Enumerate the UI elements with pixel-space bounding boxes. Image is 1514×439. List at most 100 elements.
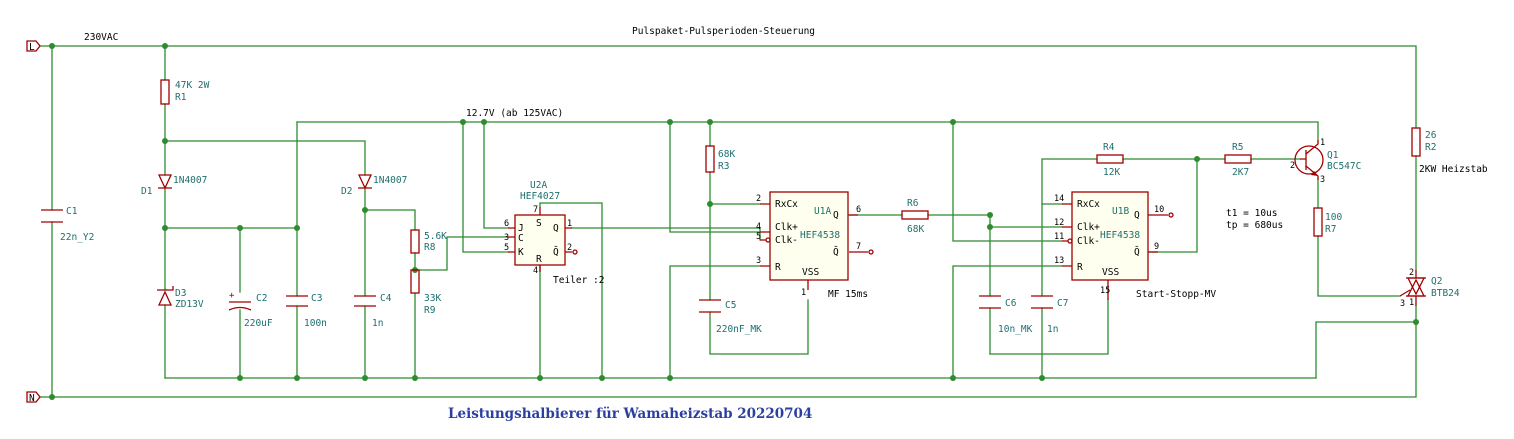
- transistor-q1: 1 2 3 Q1 BC547C: [1290, 138, 1361, 185]
- svg-text:+: +: [229, 291, 235, 301]
- svg-text:7: 7: [533, 205, 538, 215]
- capacitor-c5: C5 220nF_MK: [699, 299, 762, 335]
- svg-text:D2: D2: [341, 186, 352, 197]
- heater-note: 2KW Heizstab: [1419, 164, 1488, 175]
- ic-u2a: J C K S R Q Q̄ 6 3 5 7 4 1 2 U2A HEF4027…: [504, 180, 604, 286]
- svg-text:VSS: VSS: [802, 267, 819, 278]
- svg-text:Q̄: Q̄: [833, 246, 839, 258]
- svg-text:1: 1: [1409, 298, 1414, 308]
- svg-text:Q1: Q1: [1327, 150, 1339, 161]
- svg-text:5.6K: 5.6K: [424, 231, 447, 242]
- svg-text:1n: 1n: [372, 318, 383, 329]
- net-label-12v: 12.7V (ab 125VAC): [466, 108, 563, 119]
- resistor-r1: 47K 2W R1: [160, 79, 210, 105]
- svg-text:C: C: [518, 233, 524, 244]
- svg-text:R9: R9: [424, 305, 436, 316]
- svg-text:Teiler :2: Teiler :2: [553, 275, 604, 286]
- svg-text:Clk-: Clk-: [775, 235, 798, 246]
- svg-text:RxCx: RxCx: [775, 199, 798, 210]
- svg-text:Clk+: Clk+: [1077, 222, 1100, 233]
- svg-text:D3: D3: [175, 288, 186, 299]
- svg-text:R8: R8: [424, 242, 436, 253]
- svg-text:C2: C2: [256, 293, 267, 304]
- svg-text:C1: C1: [66, 206, 78, 217]
- net-label-230vac: 230VAC: [84, 32, 118, 43]
- svg-text:14: 14: [1054, 194, 1064, 204]
- svg-text:100: 100: [1325, 212, 1342, 223]
- svg-text:9: 9: [1154, 242, 1159, 252]
- svg-text:1: 1: [801, 288, 806, 298]
- diode-d2: 1N4007 D2: [341, 174, 407, 197]
- svg-text:C7: C7: [1057, 298, 1068, 309]
- svg-text:R5: R5: [1232, 142, 1243, 153]
- svg-text:U1B: U1B: [1112, 206, 1129, 217]
- timing-note-tp: tp = 680us: [1226, 220, 1283, 231]
- svg-text:Q: Q: [1134, 210, 1140, 221]
- capacitor-c6: C6 10n_MK: [979, 295, 1033, 335]
- svg-text:3: 3: [504, 233, 509, 243]
- svg-text:220nF_MK: 220nF_MK: [716, 324, 762, 335]
- capacitor-c3: C3 100n: [286, 293, 327, 329]
- svg-text:1n: 1n: [1047, 324, 1058, 335]
- svg-text:N: N: [29, 393, 35, 404]
- junctions: [49, 43, 1419, 400]
- capacitor-c1: C1 22n_Y2: [41, 206, 94, 243]
- svg-text:U1A: U1A: [814, 206, 831, 217]
- svg-text:R3: R3: [718, 161, 729, 172]
- svg-text:100n: 100n: [304, 318, 327, 329]
- svg-text:2: 2: [567, 243, 572, 253]
- svg-text:2: 2: [1409, 268, 1414, 278]
- svg-text:13: 13: [1054, 256, 1064, 266]
- svg-text:MF 15ms: MF 15ms: [828, 289, 868, 300]
- svg-text:1N4007: 1N4007: [373, 175, 407, 186]
- svg-text:L: L: [29, 42, 35, 53]
- capacitor-c7: C7 1n: [1031, 295, 1068, 335]
- svg-text:C4: C4: [380, 293, 392, 304]
- svg-text:VSS: VSS: [1102, 267, 1119, 278]
- resistor-r6: R6 68K: [901, 198, 929, 235]
- svg-text:4: 4: [756, 222, 761, 232]
- svg-text:BC547C: BC547C: [1327, 161, 1361, 172]
- svg-text:26: 26: [1425, 130, 1437, 141]
- svg-text:Q: Q: [833, 210, 839, 221]
- svg-text:1: 1: [1320, 138, 1325, 148]
- svg-text:1: 1: [567, 219, 572, 229]
- svg-text:Q̄: Q̄: [1134, 246, 1140, 258]
- svg-text:3: 3: [1400, 299, 1405, 309]
- wires: [39, 45, 1417, 398]
- resistor-r5: R5 2K7: [1224, 142, 1252, 178]
- svg-text:BTB24: BTB24: [1431, 288, 1460, 299]
- svg-text:6: 6: [504, 219, 509, 229]
- resistor-r7: 100 R7: [1313, 207, 1342, 237]
- port-N: N: [26, 391, 41, 404]
- svg-text:5: 5: [756, 232, 761, 242]
- svg-text:1N4007: 1N4007: [173, 175, 207, 186]
- svg-text:4: 4: [533, 266, 538, 276]
- svg-text:C6: C6: [1005, 298, 1017, 309]
- svg-text:R: R: [536, 254, 542, 265]
- resistor-r3: 68K R3: [705, 145, 735, 173]
- svg-text:10: 10: [1154, 205, 1164, 215]
- svg-text:RxCx: RxCx: [1077, 199, 1100, 210]
- svg-text:S: S: [536, 218, 542, 229]
- svg-text:R: R: [775, 262, 781, 273]
- ic-u1a: RxCx Clk+ Clk- R VSS Q Q̄ U1A HEF4538 2 …: [756, 191, 874, 300]
- svg-text:J: J: [518, 223, 524, 234]
- capacitor-c4: C4 1n: [354, 293, 392, 329]
- svg-text:Clk-: Clk-: [1077, 236, 1100, 247]
- resistor-r2: 26 R2: [1411, 127, 1437, 157]
- svg-text:68K: 68K: [718, 149, 735, 160]
- svg-text:47K 2W: 47K 2W: [175, 80, 210, 91]
- resistor-r8: 5.6K R8: [410, 229, 447, 254]
- resistor-r4: R4 12K: [1096, 142, 1124, 178]
- page-title: Leistungshalbierer für Wamaheizstab 2022…: [448, 406, 812, 422]
- svg-text:68K: 68K: [907, 224, 924, 235]
- resistor-r9: 33K R9: [410, 269, 441, 316]
- svg-text:R7: R7: [1325, 224, 1336, 235]
- svg-text:3: 3: [1320, 175, 1325, 185]
- svg-text:15: 15: [1100, 286, 1110, 296]
- diode-d1: 1N4007 D1: [141, 174, 207, 197]
- svg-text:ZD13V: ZD13V: [175, 299, 204, 310]
- svg-text:Q̄: Q̄: [553, 246, 559, 258]
